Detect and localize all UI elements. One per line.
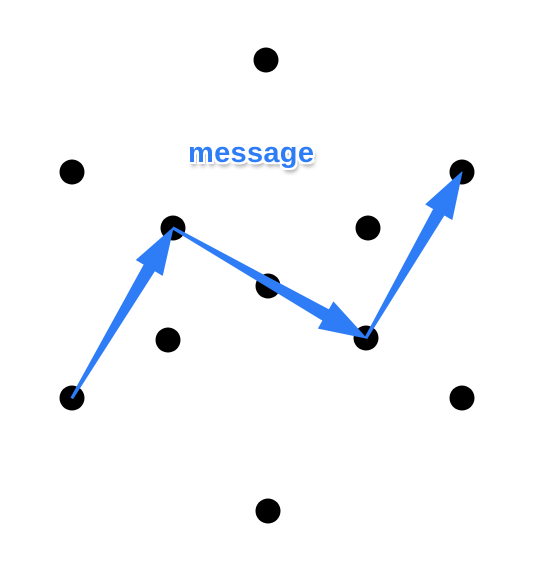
arrow-1-lower-left-to-inner-upper-left [70, 227, 174, 399]
message-label: message [188, 137, 315, 169]
dot-bottom [255, 498, 281, 524]
dot-lower-right [449, 385, 475, 411]
dot-top [253, 47, 279, 73]
arrow-3-inner-lower-right-to-upper-right [364, 171, 463, 339]
dot-inner-upper-right [355, 215, 381, 241]
arrow-2-inner-upper-left-to-inner-lower-right [172, 226, 367, 339]
arrows-layer [70, 171, 463, 399]
dot-inner-lower-left [155, 327, 181, 353]
dot-upper-left [59, 159, 85, 185]
